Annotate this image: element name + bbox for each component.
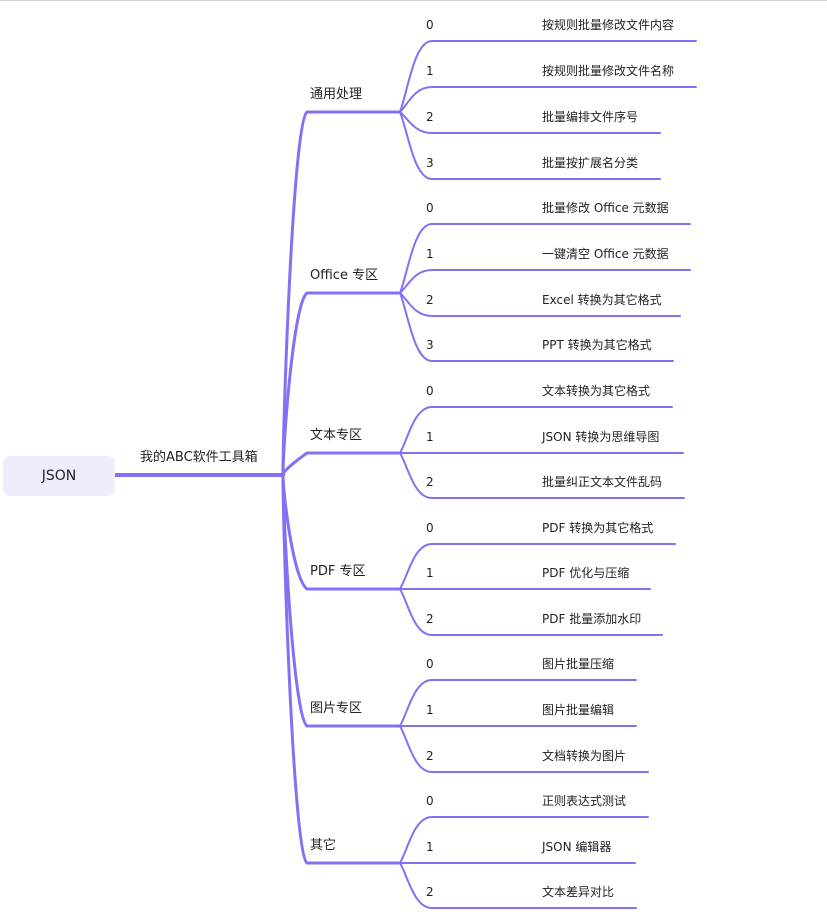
leaf-node[interactable]: JSON 转换为思维导图 — [542, 430, 660, 444]
leaf-node[interactable]: 按规则批量修改文件内容 — [542, 18, 675, 32]
leaf-connector — [399, 40, 697, 113]
leaf-index[interactable]: 2 — [426, 749, 434, 763]
leaf-node[interactable]: PPT 转换为其它格式 — [542, 338, 652, 352]
section-node[interactable]: Office 专区 — [310, 268, 379, 283]
section-connector — [281, 291, 402, 477]
root-label: JSON — [41, 468, 77, 484]
leaf-connector — [399, 86, 697, 113]
leaf-connector — [399, 111, 661, 134]
leaf-node[interactable]: 批量按扩展名分类 — [542, 156, 639, 170]
leaf-index[interactable]: 1 — [426, 64, 434, 78]
leaf-connector — [399, 292, 681, 317]
leaf-index[interactable]: 3 — [426, 338, 434, 352]
leaf-node[interactable]: PDF 批量添加水印 — [542, 612, 642, 626]
leaf-node[interactable]: PDF 转换为其它格式 — [542, 521, 654, 535]
leaf-index[interactable]: 2 — [426, 475, 434, 489]
leaf-connector — [399, 725, 649, 773]
leaf-node[interactable]: 按规则批量修改文件名称 — [542, 64, 675, 78]
section-node[interactable]: 文本专区 — [310, 428, 363, 443]
section-node[interactable]: 通用处理 — [310, 87, 363, 102]
leaf-connector — [399, 406, 673, 454]
leaf-index[interactable]: 0 — [426, 794, 434, 808]
leaf-node[interactable]: 图片批量编辑 — [542, 703, 615, 717]
leaf-index[interactable]: 1 — [426, 703, 434, 717]
leaf-index[interactable]: 0 — [426, 521, 434, 535]
section-connector — [281, 473, 402, 728]
leaf-connector — [399, 588, 663, 636]
leaf-node[interactable]: 批量编排文件序号 — [542, 110, 639, 124]
leaf-index[interactable]: 2 — [426, 885, 434, 899]
section-node[interactable]: 其它 — [310, 838, 337, 853]
leaf-connector — [399, 292, 674, 362]
leaf-node[interactable]: 文本差异对比 — [542, 885, 615, 899]
leaf-index[interactable]: 1 — [426, 566, 434, 580]
leaf-node[interactable]: 文本转换为其它格式 — [542, 384, 651, 398]
leaf-node[interactable]: JSON 编辑器 — [542, 840, 612, 854]
leaf-index[interactable]: 0 — [426, 201, 434, 215]
section-connector — [281, 473, 402, 865]
leaf-index[interactable]: 2 — [426, 110, 434, 124]
leaf-connector — [399, 269, 691, 294]
leaf-node[interactable]: 正则表达式测试 — [542, 794, 627, 808]
leaf-connector — [399, 862, 637, 909]
leaf-node[interactable]: 批量修改 Office 元数据 — [542, 201, 669, 215]
section-connector — [281, 451, 402, 477]
leaf-index[interactable]: 1 — [426, 840, 434, 854]
leaf-node[interactable]: 图片批量压缩 — [542, 657, 615, 671]
leaf-connector — [399, 452, 685, 499]
leaf-index[interactable]: 0 — [426, 384, 434, 398]
root-node[interactable]: JSON — [3, 456, 115, 496]
leaf-connector — [399, 543, 676, 590]
leaf-connector — [399, 679, 637, 727]
leaf-node[interactable]: 文档转换为图片 — [542, 749, 627, 763]
leaf-index[interactable]: 3 — [426, 156, 434, 170]
leaf-connector — [399, 816, 649, 864]
leaf-index[interactable]: 0 — [426, 18, 434, 32]
leaf-connector — [399, 111, 661, 180]
leaf-node[interactable]: 批量纠正文本文件乱码 — [542, 475, 663, 489]
leaf-index[interactable]: 1 — [426, 430, 434, 444]
leaf-index[interactable]: 2 — [426, 293, 434, 307]
leaf-node[interactable]: 一键清空 Office 元数据 — [542, 247, 669, 261]
leaf-index[interactable]: 0 — [426, 657, 434, 671]
title-node[interactable]: 我的ABC软件工具箱 — [140, 450, 258, 465]
section-node[interactable]: PDF 专区 — [310, 564, 366, 579]
leaf-node[interactable]: PDF 优化与压缩 — [542, 566, 630, 580]
top-border — [0, 0, 827, 1]
leaf-node[interactable]: Excel 转换为其它格式 — [542, 293, 662, 307]
section-node[interactable]: 图片专区 — [310, 701, 363, 716]
leaf-index[interactable]: 1 — [426, 247, 434, 261]
leaf-index[interactable]: 2 — [426, 612, 434, 626]
leaf-connector — [399, 223, 691, 294]
